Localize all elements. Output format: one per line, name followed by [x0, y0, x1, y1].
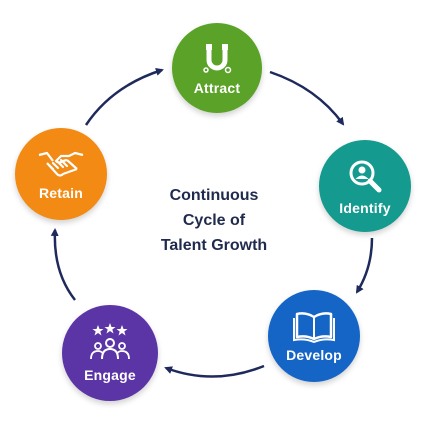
- arrow-develop-to-engage: [164, 364, 265, 378]
- arrow-engage-to-retain: [50, 228, 76, 301]
- stage-retain-label: Retain: [39, 185, 83, 201]
- diagram-title: Continuous Cycle of Talent Growth: [124, 183, 304, 258]
- open-book-icon: [293, 312, 335, 343]
- stage-retain: Retain: [15, 128, 107, 220]
- stage-attract-label: Attract: [193, 80, 241, 96]
- stage-develop: Develop: [268, 290, 360, 382]
- title-line-3: Talent Growth: [160, 237, 268, 254]
- stage-engage-label: Engage: [84, 367, 136, 383]
- stage-identify-label: Identify: [339, 200, 391, 216]
- arrow-attract-to-identify: [269, 70, 345, 126]
- person-search-icon: [349, 160, 382, 193]
- magnet-icon: [203, 44, 232, 74]
- title-line-2: Cycle of: [182, 212, 246, 229]
- team-stars-icon: [90, 323, 130, 360]
- stage-attract: Attract: [172, 23, 262, 113]
- stage-develop-label: Develop: [286, 347, 342, 363]
- handshake-icon: [38, 151, 84, 177]
- stage-engage: Engage: [62, 305, 158, 401]
- arrow-identify-to-develop: [355, 237, 374, 294]
- arrow-retain-to-attract: [84, 68, 164, 126]
- stage-identify: Identify: [319, 140, 411, 232]
- title-line-1: Continuous: [169, 187, 259, 204]
